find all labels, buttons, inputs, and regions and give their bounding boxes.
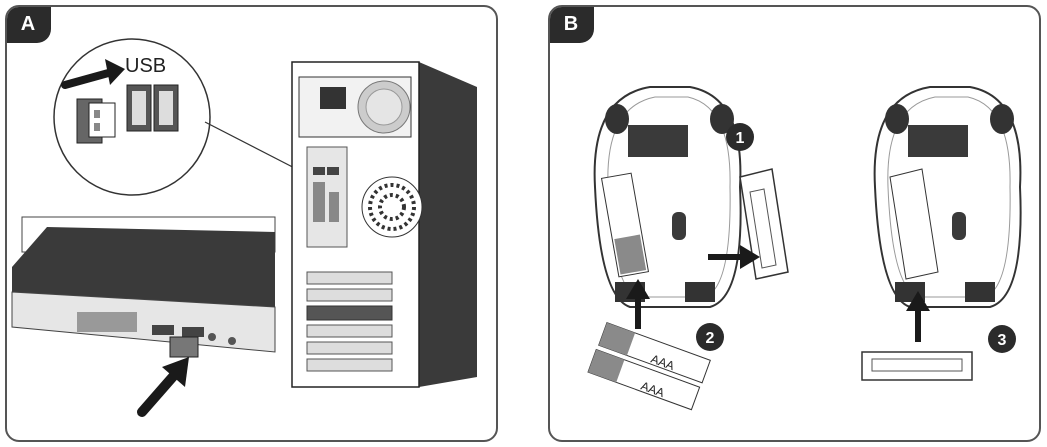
receiver-cover [861, 351, 973, 381]
aaa-batteries: AAA AAA [587, 322, 711, 411]
arrow-icon [626, 279, 650, 329]
step-badge-3: 3 [988, 325, 1016, 353]
laptop [11, 216, 276, 353]
arrow-icon [61, 59, 125, 89]
arrow-icon [906, 291, 930, 342]
usb-ports-zoom [126, 84, 179, 132]
panel-b: B 1 [548, 5, 1041, 442]
step-badge-1: 1 [726, 123, 754, 151]
panel-b-illustration: 1 AAA AAA 2 [587, 86, 1022, 411]
arrow-icon [708, 245, 760, 269]
usb-dongle [169, 336, 199, 358]
svg-text:1: 1 [736, 130, 745, 147]
usb-label: USB [125, 55, 166, 77]
mouse-bottom-closed [873, 86, 1022, 308]
panel-a: A USB [5, 5, 498, 442]
battery-cover [739, 168, 789, 280]
usb-zoom-circle: USB [53, 38, 211, 196]
mouse-bottom-open [593, 86, 742, 308]
arrow-icon [137, 357, 189, 417]
panel-a-label: A [7, 7, 51, 43]
panel-a-illustration: USB [11, 38, 477, 417]
panel-b-label: B [550, 7, 594, 43]
usb-dongle-zoom [76, 98, 116, 144]
svg-text:3: 3 [998, 332, 1007, 349]
svg-text:2: 2 [706, 330, 715, 347]
step-badge-2: 2 [696, 323, 724, 351]
desktop-tower [291, 61, 477, 388]
